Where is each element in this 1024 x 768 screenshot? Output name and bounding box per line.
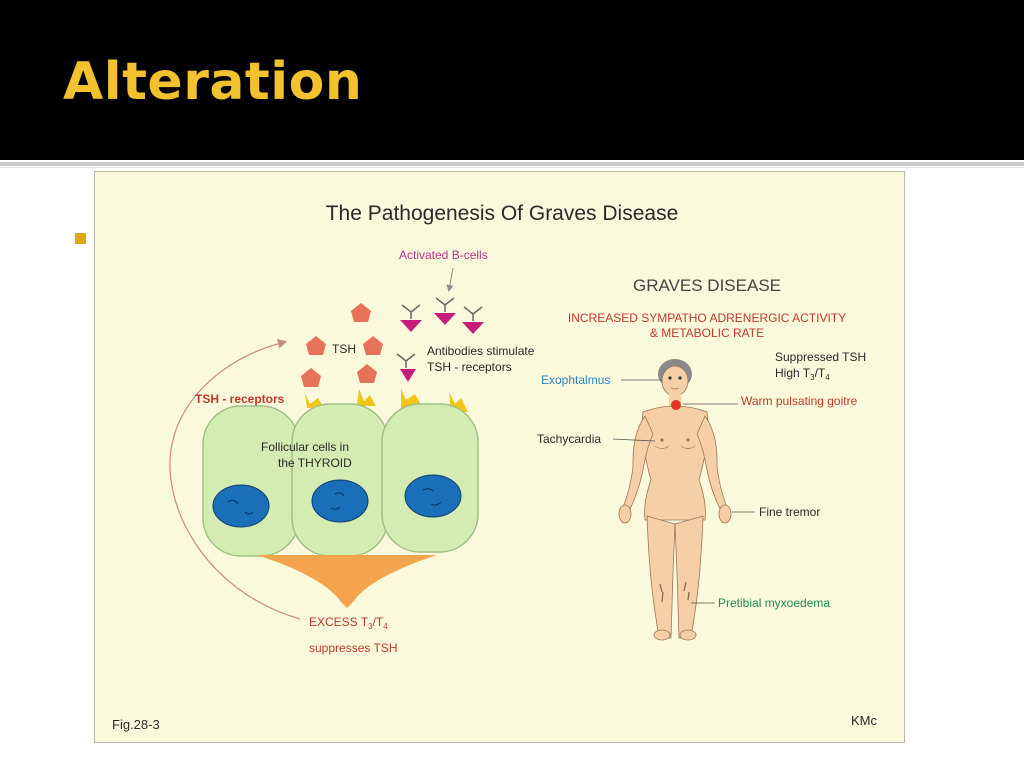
sympatho-label-line1: INCREASED SYMPATHO ADRENERGIC ACTIVITY [568,311,846,325]
goitre-label: Warm pulsating goitre [741,394,858,408]
goitre-icon [671,400,681,410]
antibody-icon [462,306,484,334]
human-body-figure [618,359,732,641]
b-cells-pointer [446,267,454,292]
header-divider [0,162,1024,166]
activated-b-cells-label: Activated B-cells [399,248,488,262]
antibody-icon [396,353,416,382]
antibodies-label-line2: TSH - receptors [427,360,512,374]
figure-credit: KMc [851,713,878,728]
figure-canvas: The Pathogenesis Of Graves Disease Activ… [112,202,878,732]
antibody-icon [434,297,456,325]
slide-header: Alteration [0,0,1024,160]
follicular-label-line1: Follicular cells in [261,440,349,454]
follicular-label-line2: the THYROID [278,456,352,470]
feedback-arrow [169,339,301,620]
suppressed-tsh-label: Suppressed TSH [775,350,866,364]
tachycardia-leader [612,438,656,442]
bullet-marker [75,233,86,244]
excess-label: EXCESS T3/T4 [309,615,388,631]
suppresses-tsh-label: suppresses TSH [309,641,397,655]
tsh-hormone-icons [301,303,383,387]
tsh-receptors-label: TSH - receptors [195,392,285,406]
hormone-output-arrow [257,555,437,608]
slide-title: Alteration [63,52,363,112]
fine-tremor-label: Fine tremor [759,505,820,519]
figure-title: The Pathogenesis Of Graves Disease [326,202,679,225]
graves-disease-figure: The Pathogenesis Of Graves Disease Activ… [94,171,905,743]
header-divider-thin [0,167,1024,168]
figure-number: Fig.28-3 [112,717,160,732]
exophthalmus-label: Exophtalmus [541,373,610,387]
pretibial-label: Pretibial myxoedema [718,596,830,610]
follicular-cells [202,403,479,557]
antibody-icon [400,304,422,332]
tachycardia-label: Tachycardia [537,432,601,446]
high-t3-t4-label: High T3/T4 [775,366,830,382]
graves-heading: GRAVES DISEASE [633,276,781,295]
antibodies-label-line1: Antibodies stimulate [427,344,535,358]
sympatho-label-line2: & METABOLIC RATE [650,326,764,340]
tsh-label: TSH [332,342,356,356]
